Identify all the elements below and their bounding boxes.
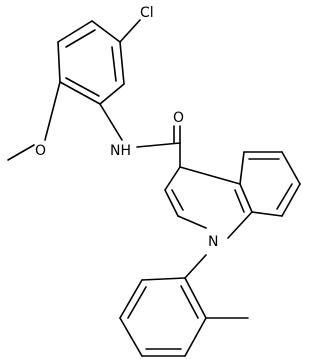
c-cl-bond [119, 19, 141, 43]
ring-nitrogen-label: N [208, 234, 218, 250]
chlorine-atom-label: Cl [140, 5, 154, 21]
quinoline-benzo-ring [239, 151, 301, 217]
carbonyl-oxygen-label: O [173, 110, 184, 126]
structure-diagram: Cl O O NH N [7, 5, 301, 357]
n-carbonyl-bond [136, 142, 181, 148]
quinoline-pyridine-ring [164, 166, 253, 239]
amide-nh-label: NH [110, 143, 131, 159]
c-o-methoxy-bond [44, 81, 61, 141]
tolyl-ring [119, 277, 207, 357]
quinoline-to-tolyl-bond [184, 254, 207, 279]
molecule-canvas: Cl O O NH N [7, 5, 301, 357]
methoxy-oxygen-label: O [35, 143, 46, 159]
o-methyl-bond [7, 144, 35, 161]
chloromethoxyphenyl-ring [57, 20, 125, 105]
c-n-amide-bond [99, 103, 123, 141]
